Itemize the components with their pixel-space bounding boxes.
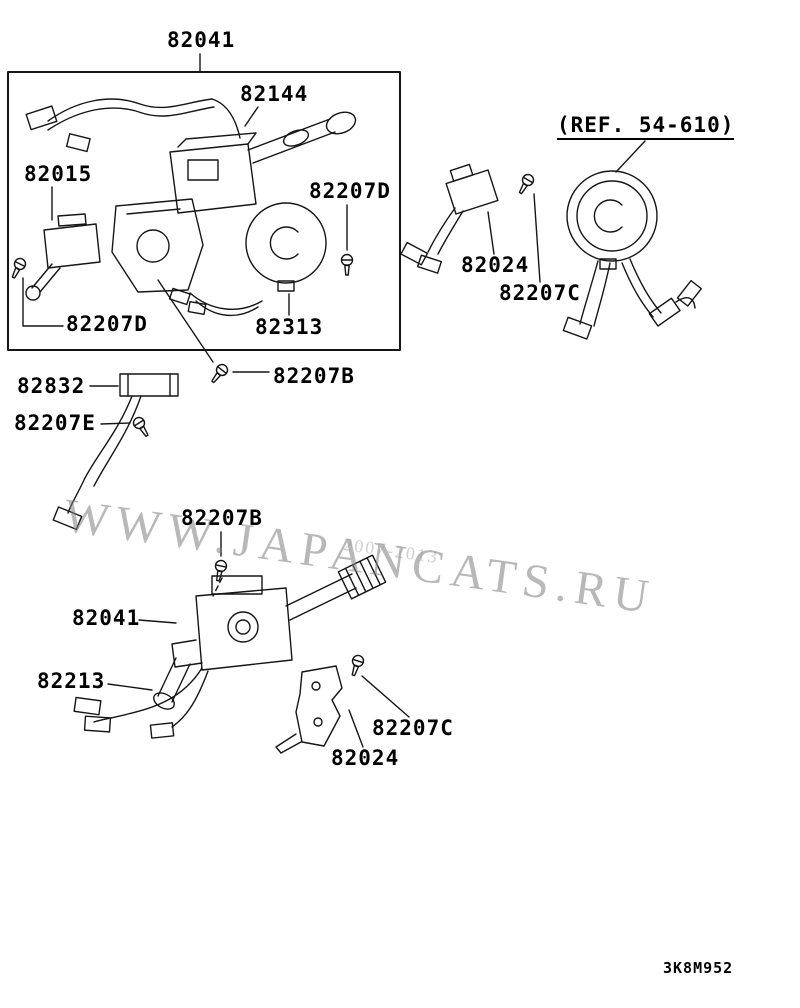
right-switch-art (400, 163, 499, 274)
screw-icon (347, 653, 366, 678)
bracket-art (111, 198, 204, 293)
part-label-82832: 82832 (17, 374, 86, 398)
upper-switch-body-art (169, 132, 257, 214)
part-label-82207e: 82207E (14, 411, 96, 435)
part-label-82207c-right: 82207C (499, 281, 581, 305)
lower-switch-body-art (73, 554, 387, 739)
turn-switch-art (25, 213, 101, 301)
harness-art (25, 98, 241, 153)
part-label-82024-right: 82024 (461, 253, 530, 277)
screw-icon (515, 171, 537, 197)
sensor-art (52, 373, 179, 531)
part-label-82144: 82144 (240, 82, 309, 106)
part-label-82207c-bottom: 82207C (372, 716, 454, 740)
part-label-82041-mid: 82041 (72, 606, 141, 630)
screw-icon (7, 255, 29, 281)
screw-icon (130, 414, 153, 440)
part-label-82213: 82213 (37, 669, 106, 693)
part-label-82207d-right: 82207D (309, 179, 391, 203)
part-label-82015: 82015 (24, 162, 93, 186)
assembly-box-outline (7, 71, 401, 351)
ref-note: (REF. 54-610) (557, 115, 735, 140)
part-label-82041-top: 82041 (167, 28, 236, 52)
part-label-82024-bottom: 82024 (331, 746, 400, 770)
part-label-82207b-top: 82207B (273, 364, 355, 388)
part-label-82207b-mid: 82207B (181, 506, 263, 530)
part-label-82207d-left: 82207D (66, 312, 148, 336)
wiper-stalk-art (247, 111, 357, 164)
bracket-lower-art (275, 665, 343, 754)
drawing-code: 3K8M952 (663, 959, 734, 977)
right-clock-spring-art (562, 170, 702, 340)
clock-spring-art (168, 202, 327, 317)
part-label-82313: 82313 (255, 315, 324, 339)
screw-icon (207, 361, 231, 386)
screw-icon (340, 253, 354, 276)
